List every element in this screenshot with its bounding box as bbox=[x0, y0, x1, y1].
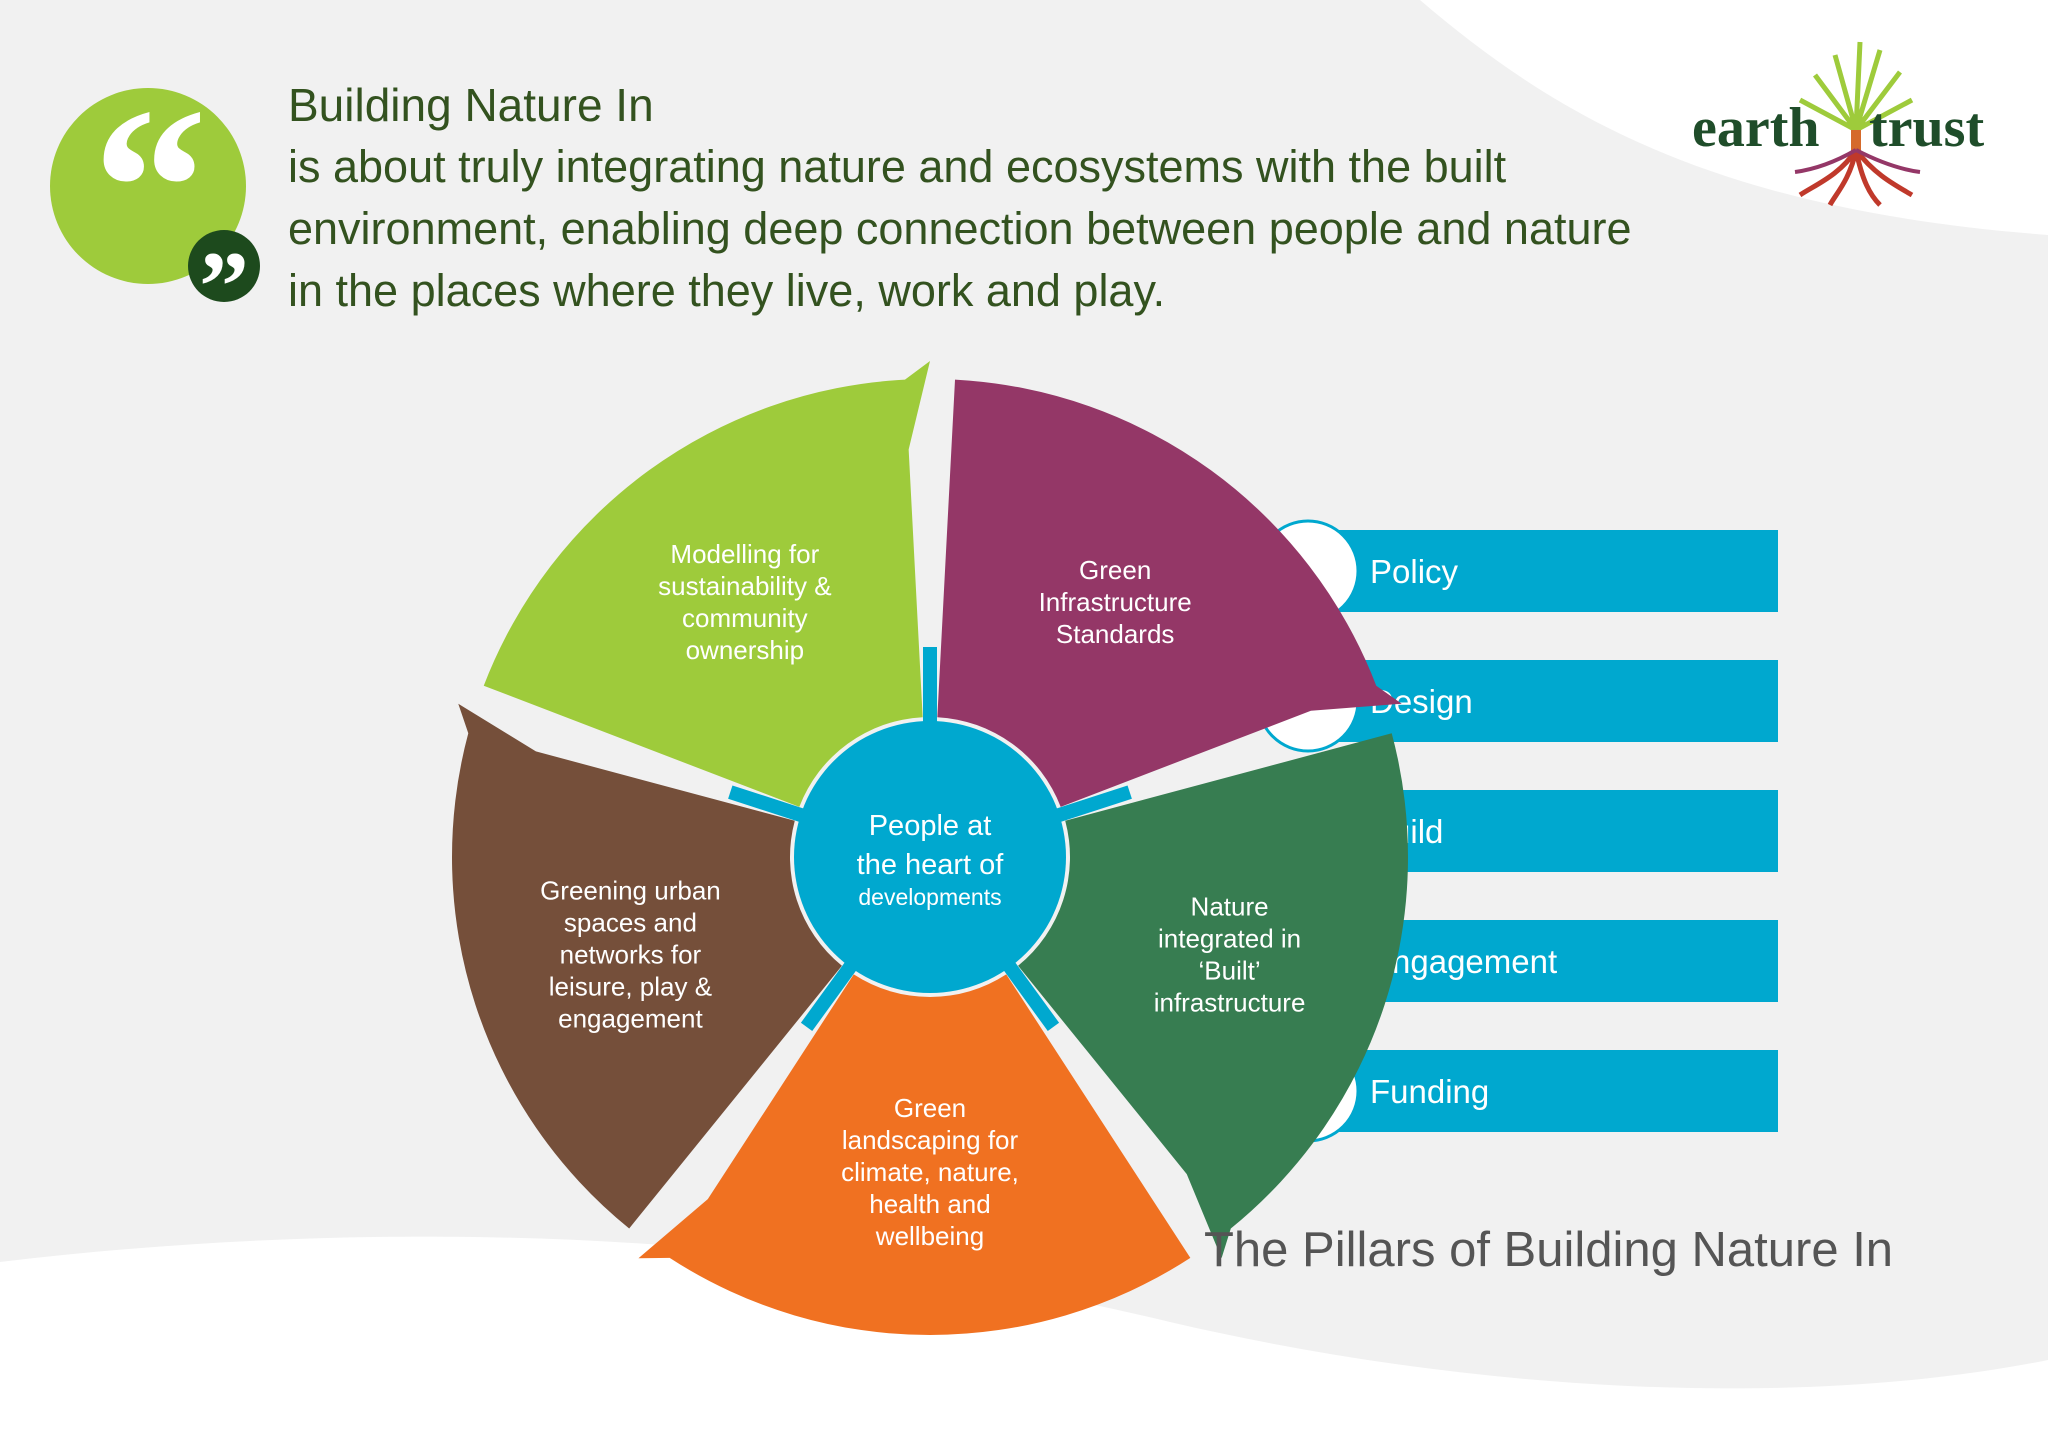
segment-label-modelling: ownership bbox=[686, 635, 805, 665]
segment-green-landscaping bbox=[638, 974, 1191, 1335]
segment-label-nature-integrated: ‘Built’ bbox=[1199, 955, 1261, 985]
quote-open-icon: “ bbox=[93, 60, 208, 315]
enabler-label: Engagement bbox=[1370, 943, 1557, 980]
segment-label-green-landscaping: wellbeing bbox=[875, 1221, 984, 1251]
center-label-line3: developments bbox=[858, 884, 1001, 910]
tree-roots-icon bbox=[1794, 41, 1921, 207]
segment-label-green-infra: Infrastructure bbox=[1039, 587, 1192, 617]
segment-label-green-infra: Standards bbox=[1056, 619, 1175, 649]
connector-2 bbox=[1051, 785, 1132, 824]
segment-label-green-landscaping: Green bbox=[894, 1093, 966, 1123]
center-label-line1: People at bbox=[869, 810, 992, 842]
center-label-line2: the heart of bbox=[857, 849, 1005, 881]
segment-label-greening-urban: Greening urban bbox=[540, 875, 721, 905]
connector-3 bbox=[1000, 958, 1060, 1032]
center-hub: People at the heart of developments bbox=[794, 721, 1066, 993]
enabler-label: Funding bbox=[1370, 1073, 1489, 1110]
segment-nature-integrated bbox=[1018, 733, 1409, 1259]
quote-close-icon: ” bbox=[199, 231, 249, 342]
connector-4 bbox=[800, 958, 860, 1032]
connector-5 bbox=[728, 785, 809, 824]
segment-greening-urban bbox=[451, 703, 842, 1229]
segment-label-modelling: community bbox=[682, 603, 808, 633]
segment-label-green-infra: Green bbox=[1079, 555, 1151, 585]
diagram-caption: The Pillars of Building Nature In bbox=[1204, 1223, 1894, 1277]
logo-word-left: earth bbox=[1692, 97, 1820, 159]
segment-label-green-landscaping: landscaping for bbox=[842, 1125, 1019, 1155]
segment-label-green-landscaping: climate, nature, bbox=[841, 1157, 1019, 1187]
segment-label-nature-integrated: integrated in bbox=[1158, 923, 1301, 953]
segment-label-greening-urban: spaces and bbox=[564, 907, 697, 937]
segment-label-greening-urban: leisure, play & bbox=[549, 971, 712, 1001]
enabler-bar bbox=[1300, 1050, 1778, 1132]
quote-open-circle bbox=[50, 88, 246, 284]
quote-close-circle bbox=[188, 230, 260, 302]
center-circle bbox=[794, 721, 1066, 993]
segment-label-green-landscaping: health and bbox=[869, 1189, 990, 1219]
segment-green-infra bbox=[937, 379, 1402, 807]
pillar-segments bbox=[451, 361, 1409, 1335]
segment-label-modelling: Modelling for bbox=[670, 539, 819, 569]
segment-label-nature-integrated: infrastructure bbox=[1154, 987, 1306, 1017]
center-connectors bbox=[728, 647, 1132, 1032]
segment-modelling bbox=[483, 361, 930, 807]
enabler-bar bbox=[1300, 530, 1778, 612]
enabler-label: Policy bbox=[1370, 553, 1459, 590]
segment-label-greening-urban: engagement bbox=[558, 1003, 703, 1033]
quote-body: is about truly integrating nature and ec… bbox=[288, 141, 1632, 316]
segment-label-nature-integrated: Nature bbox=[1191, 891, 1269, 921]
segment-label-modelling: sustainability & bbox=[658, 571, 831, 601]
segment-label-greening-urban: networks for bbox=[560, 939, 702, 969]
logo-word-right: trust bbox=[1869, 97, 1985, 159]
quote-title: Building Nature In bbox=[288, 79, 654, 131]
